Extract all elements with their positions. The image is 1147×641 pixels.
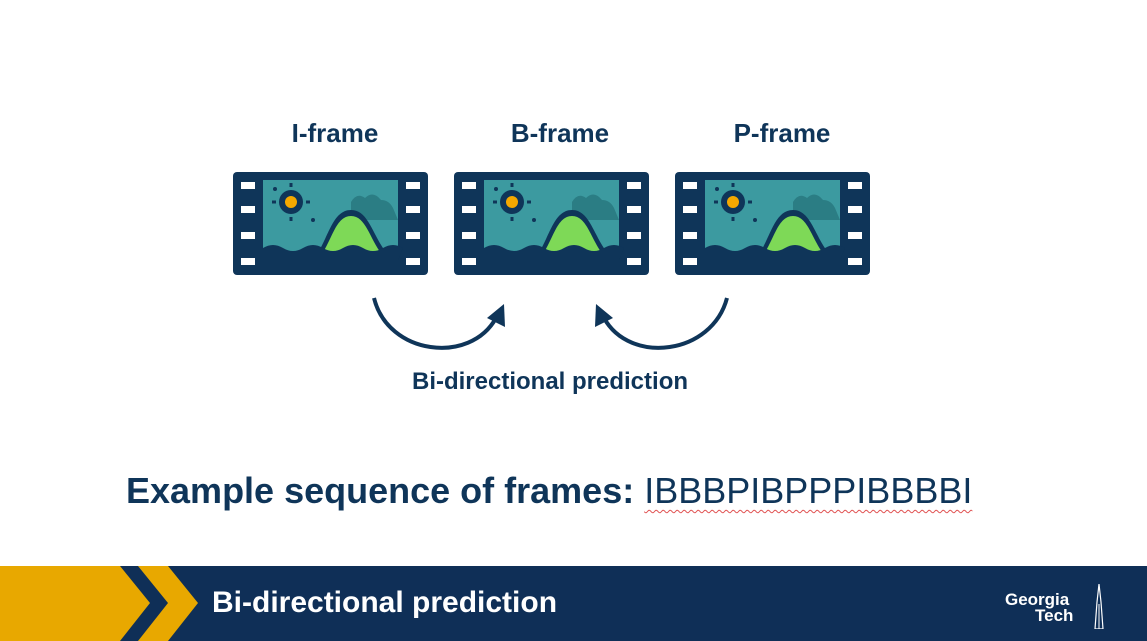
logo-line2: Tech bbox=[1035, 606, 1074, 625]
p-frame-film-icon bbox=[675, 172, 870, 275]
chevron-arrows-icon bbox=[0, 566, 198, 641]
footer-title: Bi-directional prediction bbox=[212, 586, 558, 619]
arrow-p-to-b-head bbox=[595, 304, 613, 327]
example-sequence-value: IBBBPIBPPPIBBBBI bbox=[644, 470, 973, 511]
arrow-p-to-b bbox=[602, 297, 729, 350]
p-frame-label: P-frame bbox=[733, 118, 831, 148]
arrow-i-to-b bbox=[372, 297, 498, 350]
i-frame-label: I-frame bbox=[291, 118, 379, 148]
footer-bar: Bi-directional prediction Georgia Tech bbox=[0, 566, 1147, 641]
georgia-tech-logo: Georgia Tech bbox=[1005, 584, 1105, 629]
logo-line1: Georgia bbox=[1005, 590, 1070, 609]
b-frame-film-icon bbox=[454, 172, 649, 275]
example-label: Example sequence of frames: bbox=[126, 470, 635, 511]
i-frame-film-icon bbox=[233, 172, 428, 275]
prediction-arrows bbox=[372, 297, 729, 350]
example-sequence: Example sequence of frames:IBBBPIBPPPIBB… bbox=[126, 470, 972, 512]
b-frame-label: B-frame bbox=[510, 118, 610, 148]
tower-icon bbox=[1094, 584, 1104, 629]
diagram-caption: Bi-directional prediction bbox=[411, 368, 689, 395]
arrow-i-to-b-head bbox=[487, 304, 505, 327]
